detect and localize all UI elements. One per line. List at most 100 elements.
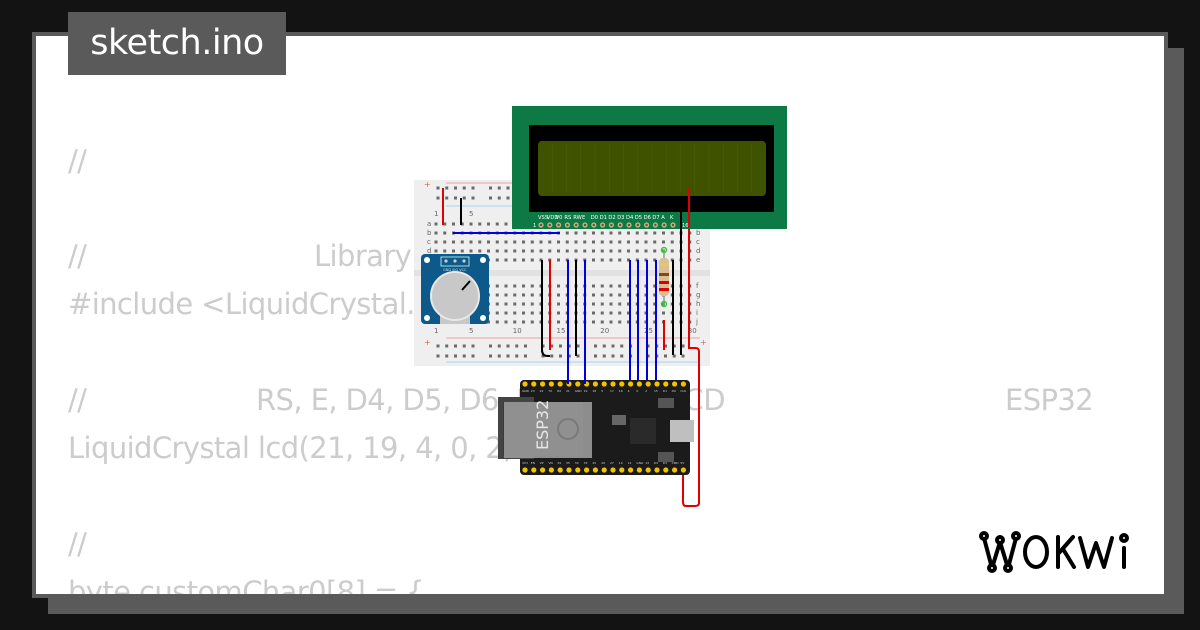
svg-text:21: 21 (566, 389, 570, 393)
svg-text:GND: GND (522, 389, 530, 393)
code-line[interactable]: byte customChar0[8] = { (68, 575, 425, 598)
svg-text:1: 1 (434, 327, 438, 335)
svg-text:d: d (427, 247, 431, 255)
svg-text:D6: D6 (644, 215, 651, 221)
svg-text:1: 1 (533, 223, 536, 229)
code-line[interactable]: Library (314, 239, 412, 273)
svg-text:e: e (696, 256, 700, 264)
svg-text:E: E (582, 215, 585, 221)
svg-text:D2: D2 (654, 461, 658, 465)
svg-text:25: 25 (592, 461, 596, 465)
svg-text:D4: D4 (626, 215, 634, 221)
code-line[interactable]: // (68, 144, 87, 178)
svg-text:12: 12 (628, 461, 632, 465)
esp32-chip-label: ESP32 (533, 400, 552, 450)
svg-text:GND: GND (636, 461, 644, 465)
svg-text:A: A (661, 215, 665, 221)
svg-text:+: + (700, 338, 707, 347)
svg-text:D2: D2 (608, 215, 615, 221)
code-line[interactable]: // (68, 527, 87, 561)
code-line[interactable]: LiquidCrystal lcd(21, 19, 4, 0, 2, 15); (68, 431, 577, 465)
svg-text:34: 34 (557, 461, 561, 465)
svg-text:EN: EN (531, 461, 535, 465)
svg-text:+: + (424, 338, 431, 347)
svg-text:b: b (696, 229, 701, 237)
code-line[interactable]: ESP32 (1005, 383, 1094, 417)
svg-text:D0: D0 (672, 389, 676, 393)
svg-text:23: 23 (531, 389, 535, 393)
svg-text:h: h (696, 300, 700, 308)
potentiometer[interactable]: GND SIG VCC (421, 254, 489, 324)
svg-text:D3: D3 (663, 461, 667, 465)
svg-text:a: a (427, 220, 431, 228)
svg-text:16: 16 (682, 223, 689, 229)
svg-text:D0: D0 (591, 215, 598, 221)
svg-text:i: i (696, 309, 698, 317)
svg-text:D3: D3 (617, 215, 624, 221)
code-line[interactable]: // (68, 383, 87, 417)
svg-text:5: 5 (469, 210, 473, 218)
code-line[interactable]: #include <LiquidCrystal.h> (68, 287, 457, 321)
svg-text:RW: RW (573, 215, 582, 221)
svg-text:VP: VP (540, 461, 544, 465)
file-tab-label: sketch.ino (90, 23, 264, 63)
svg-text:VSS: VSS (538, 215, 548, 221)
svg-text:20: 20 (600, 327, 609, 335)
svg-text:26: 26 (601, 461, 605, 465)
wires (442, 188, 700, 507)
svg-text:33: 33 (584, 461, 588, 465)
svg-text:5: 5 (469, 327, 473, 335)
svg-text:D7: D7 (652, 215, 659, 221)
svg-text:VN: VN (548, 461, 552, 465)
svg-text:5: 5 (601, 389, 603, 393)
svg-text:CLK: CLK (680, 389, 687, 393)
svg-text:j: j (695, 318, 698, 326)
svg-text:15: 15 (654, 389, 658, 393)
svg-text:RS: RS (564, 215, 571, 221)
svg-text:32: 32 (575, 461, 579, 465)
svg-text:GND: GND (575, 389, 583, 393)
svg-text:27: 27 (610, 461, 614, 465)
svg-text:RX: RX (557, 389, 561, 393)
svg-text:14: 14 (619, 461, 623, 465)
svg-text:30: 30 (688, 327, 697, 335)
svg-text:10: 10 (513, 327, 522, 335)
svg-text:2: 2 (645, 389, 647, 393)
svg-text:c: c (427, 238, 431, 246)
svg-text:CMD: CMD (672, 461, 680, 465)
svg-text:+: + (424, 180, 431, 189)
svg-text:VDD: VDD (547, 215, 559, 221)
svg-text:17: 17 (610, 389, 614, 393)
svg-text:18: 18 (592, 389, 596, 393)
file-tab[interactable]: sketch.ino (68, 12, 286, 75)
svg-text:5V: 5V (680, 461, 685, 465)
svg-text:3V3: 3V3 (522, 461, 528, 465)
svg-text:g: g (696, 291, 700, 299)
svg-text:GND SIG VCC: GND SIG VCC (443, 268, 467, 272)
resistor (659, 246, 669, 308)
svg-text:19: 19 (584, 389, 588, 393)
svg-text:0: 0 (636, 389, 638, 393)
code-line[interactable]: // (68, 239, 87, 273)
svg-text:4: 4 (628, 389, 630, 393)
svg-text:35: 35 (566, 461, 570, 465)
svg-text:16: 16 (619, 389, 623, 393)
svg-text:f: f (696, 282, 699, 290)
svg-text:13: 13 (645, 461, 649, 465)
svg-text:1: 1 (434, 210, 438, 218)
svg-text:TX: TX (547, 389, 552, 393)
svg-text:D1: D1 (600, 215, 607, 221)
svg-text:15: 15 (557, 327, 566, 335)
svg-text:D1: D1 (663, 389, 667, 393)
svg-text:25: 25 (644, 327, 653, 335)
svg-text:K: K (670, 215, 674, 221)
svg-text:V0: V0 (556, 215, 563, 221)
svg-text:d: d (696, 247, 700, 255)
wokwi-logo (979, 531, 1129, 573)
svg-text:D5: D5 (635, 215, 642, 221)
svg-text:c: c (696, 238, 700, 246)
svg-text:22: 22 (540, 389, 544, 393)
